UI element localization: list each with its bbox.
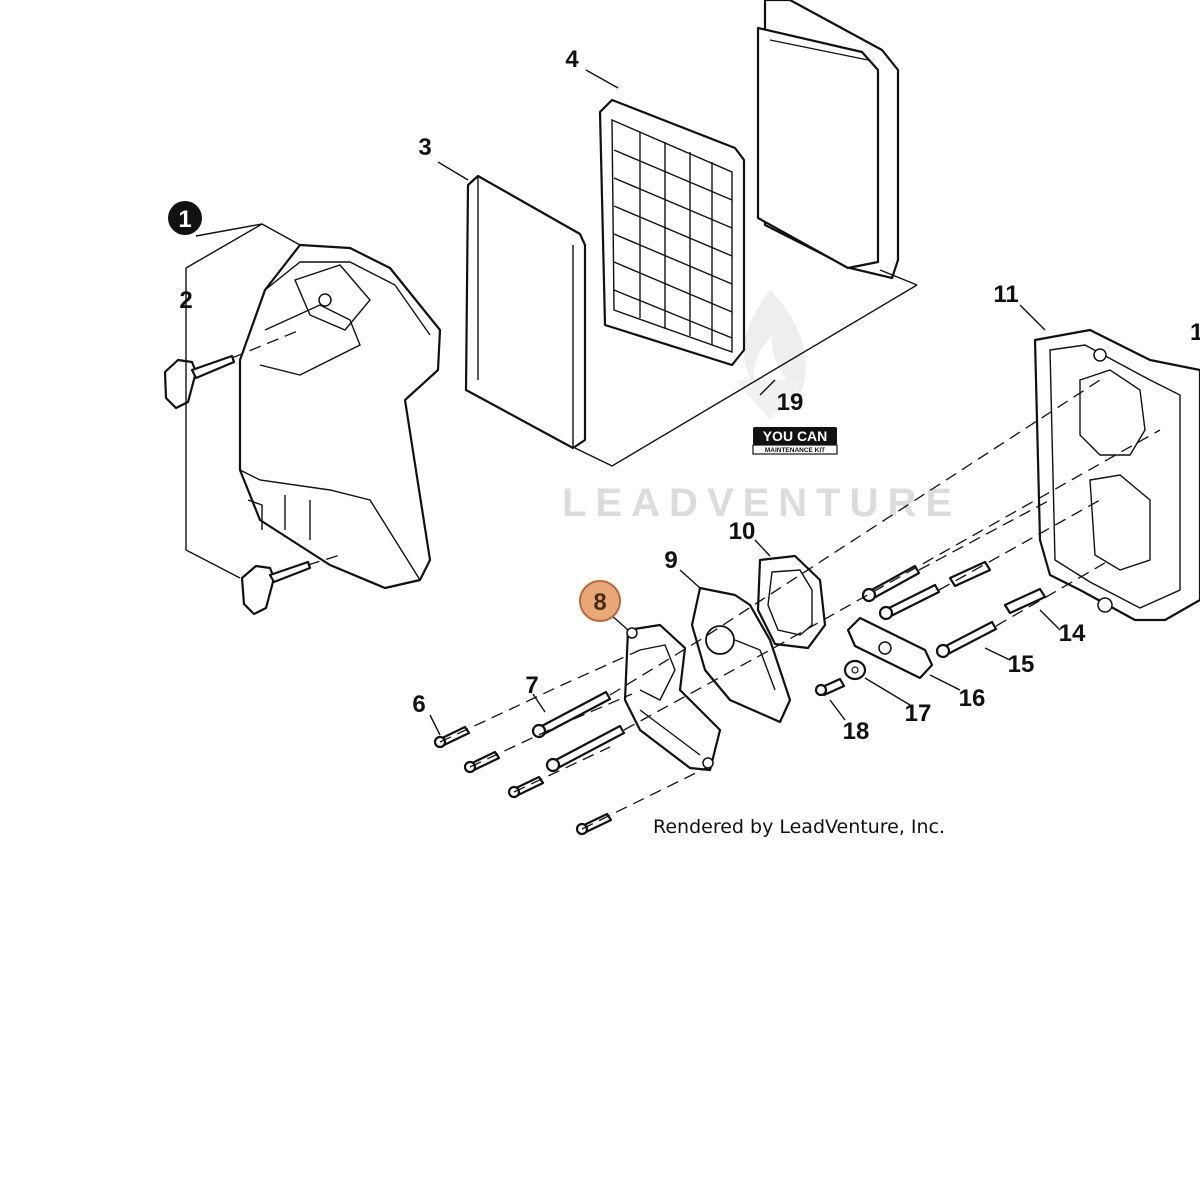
kit-badge-title: YOU CAN — [763, 428, 828, 444]
leader-18 — [829, 699, 846, 721]
align-line — [439, 649, 641, 743]
align-line — [609, 379, 1101, 696]
callout-6: 6 — [412, 691, 425, 718]
leader-17 — [864, 677, 911, 706]
align-line — [918, 499, 1051, 571]
pre-filter-foam — [464, 174, 587, 450]
base-outline-2 — [879, 269, 918, 286]
kit-badge-subtitle: MAINTENANCE KIT — [765, 447, 825, 454]
watermark-text: LEADVENTURE — [562, 481, 961, 525]
leader-15 — [984, 647, 1011, 661]
callout-4: 4 — [565, 46, 579, 73]
leader-4 — [585, 69, 619, 89]
screw-6c — [507, 775, 545, 799]
cover-plate — [623, 623, 722, 772]
bolt-15c — [935, 620, 998, 659]
callout-2: 2 — [179, 287, 192, 314]
washer — [843, 659, 867, 681]
leader-6 — [429, 714, 441, 736]
seal — [756, 554, 827, 650]
filter-frame-back — [756, 0, 900, 280]
screw-6b — [463, 750, 501, 774]
screw-6a — [433, 725, 471, 749]
watermark-flame-logo — [735, 290, 806, 420]
align-line — [623, 429, 1161, 731]
leader-16 — [929, 674, 961, 691]
callout-3: 3 — [418, 134, 431, 161]
align-line — [995, 559, 1111, 627]
leader-14 — [1039, 609, 1061, 631]
callout-1: 1 — [178, 206, 191, 233]
pin-14a — [948, 560, 992, 588]
callout-9: 9 — [664, 547, 677, 574]
align-line — [938, 499, 1101, 591]
base-outline — [574, 284, 918, 467]
leader-2 — [185, 268, 241, 579]
leader-19 — [759, 379, 776, 396]
align-line — [307, 554, 341, 566]
callout-7: 7 — [525, 672, 538, 699]
leader-3 — [437, 161, 469, 181]
bolt-15a — [861, 564, 921, 603]
callout-8[interactable]: 8 — [593, 589, 606, 616]
align-line — [581, 767, 707, 830]
leader-10 — [754, 539, 771, 557]
render-credit: Rendered by LeadVenture, Inc. — [653, 816, 945, 838]
air-cleaner-cover — [238, 243, 442, 590]
gasket — [690, 586, 792, 724]
callout-12-partial: 1 — [1190, 319, 1200, 346]
leader-7 — [532, 693, 546, 713]
leader-1 — [195, 223, 301, 246]
callout-8-highlight[interactable] — [579, 580, 621, 622]
bolt-15b — [878, 583, 941, 621]
callout-17: 17 — [905, 700, 932, 727]
callout-10: 10 — [729, 518, 756, 545]
air-cleaner-base — [1033, 328, 1200, 622]
callout-19: 19 — [777, 389, 804, 416]
callout-18: 18 — [843, 718, 870, 745]
bolt-7b — [545, 724, 626, 773]
maintenance-kit-badge: YOU CAN MAINTENANCE KIT — [752, 427, 838, 455]
align-line — [231, 329, 301, 359]
leader-9 — [679, 569, 701, 589]
pin-14b — [1003, 587, 1047, 615]
screw-18 — [814, 677, 846, 697]
callout-16: 16 — [959, 685, 986, 712]
cover-knob-upper — [163, 354, 236, 410]
bolt-7a — [531, 690, 612, 739]
cover-knob-lower — [240, 560, 312, 616]
callout-1-badge — [168, 201, 202, 235]
leader-11 — [1019, 304, 1046, 331]
leader-2b — [185, 223, 263, 269]
align-line — [469, 693, 633, 768]
bracket — [846, 616, 934, 680]
callout-14: 14 — [1059, 620, 1086, 647]
callout-11: 11 — [993, 281, 1018, 308]
air-filter-element — [598, 98, 746, 367]
callout-15: 15 — [1008, 651, 1035, 678]
